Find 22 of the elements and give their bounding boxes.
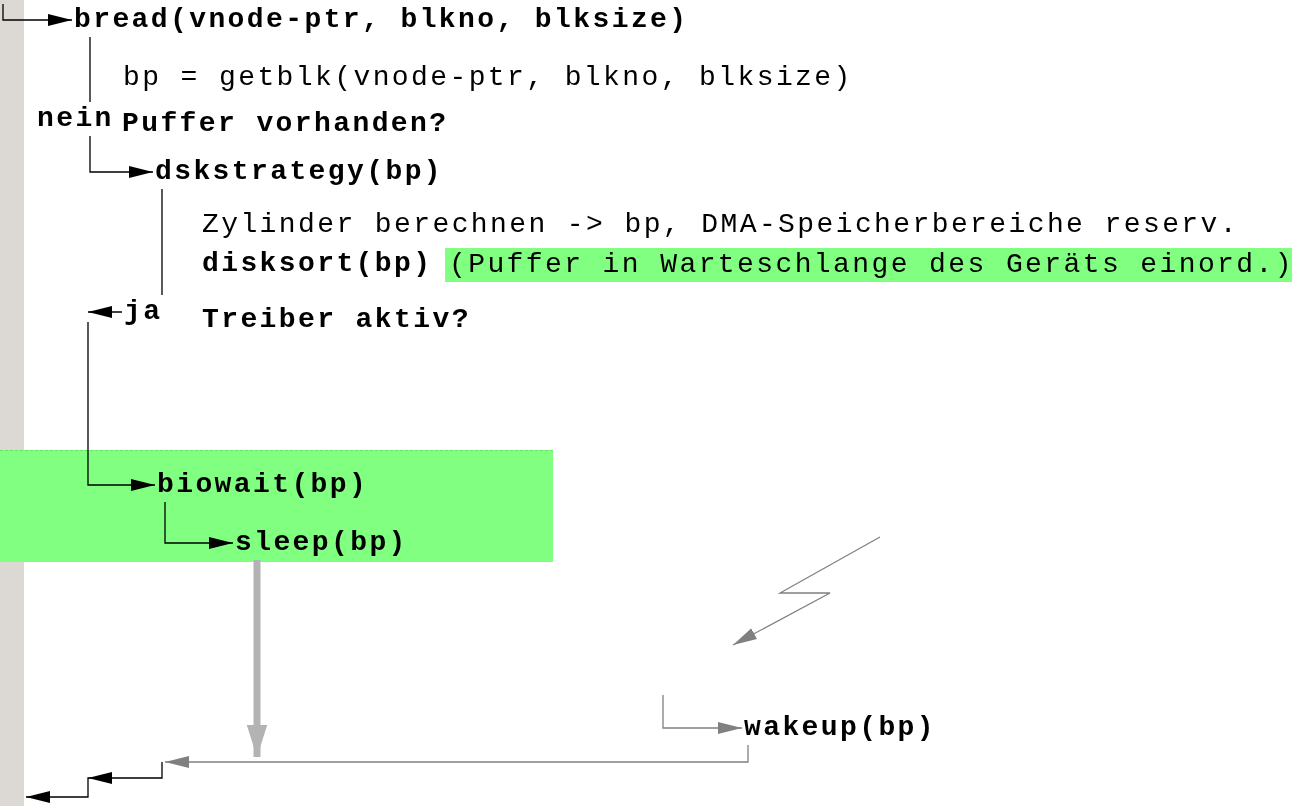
arrow	[25, 761, 163, 803]
arrow	[2, 3, 73, 26]
highlighted-text: (Puffer in Warteschlange des Geräts einord.)	[445, 248, 1292, 282]
arrow	[164, 744, 749, 768]
code-text: biowait(bp)	[157, 470, 369, 500]
arrow	[87, 321, 156, 491]
code-text: dskstrategy(bp)	[155, 157, 444, 187]
code-text: sleep(bp)	[235, 528, 408, 558]
code-text: bp = getblk(vnode-ptr, blkno, blksize)	[123, 63, 853, 93]
code-text: wakeup(bp)	[744, 713, 937, 743]
arrow	[164, 501, 234, 549]
code-text: disksort(bp)	[202, 249, 433, 279]
arrow	[87, 306, 123, 318]
highlight-band	[0, 450, 553, 562]
code-text: Puffer vorhanden?	[122, 109, 449, 139]
arrow	[89, 135, 154, 178]
code-text: Treiber aktiv?	[202, 305, 471, 335]
code-text: ja	[124, 297, 163, 327]
arrow	[662, 694, 743, 734]
code-text: nein	[37, 104, 114, 134]
code-text: Zylinder berechnen -> bp, DMA-Speicherbereiche reserv.	[202, 210, 1239, 240]
code-text: bread(vnode-ptr, blkno, blksize)	[74, 5, 689, 35]
